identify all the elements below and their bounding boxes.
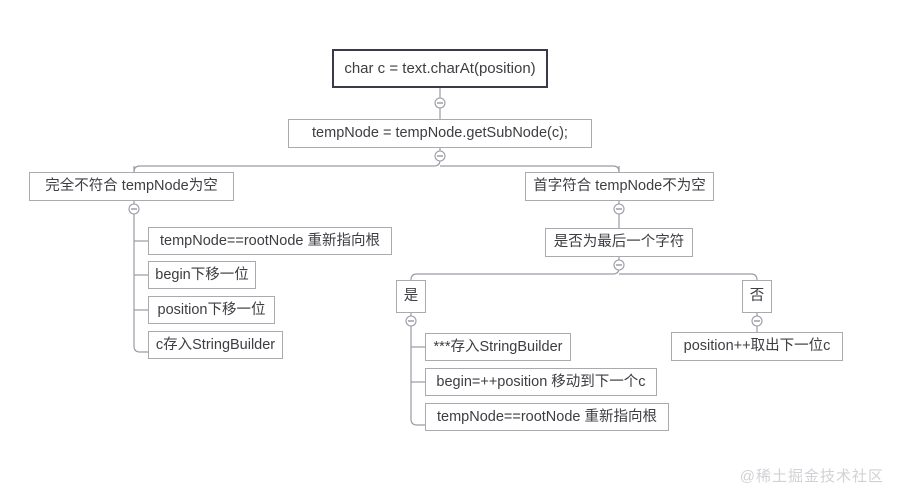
node-no-child-1-label: position++取出下一位c — [683, 338, 831, 355]
connector-question-split-right — [619, 273, 758, 281]
node-left-child-1[interactable]: tempNode==rootNode 重新指向根 — [148, 227, 392, 255]
node-yes[interactable]: 是 — [396, 280, 426, 313]
toggle-branch-left[interactable] — [128, 203, 140, 215]
node-right-question-label: 是否为最后一个字符 — [553, 234, 685, 251]
node-left-child-3[interactable]: position下移一位 — [148, 296, 275, 324]
watermark: @稀土掘金技术社区 — [739, 468, 884, 485]
connector-level1-split — [133, 148, 441, 173]
node-left-child-3-label: position下移一位 — [157, 301, 266, 318]
toggle-question[interactable] — [613, 259, 625, 271]
node-branch-left-label: 完全不符合 tempNode为空 — [45, 178, 218, 195]
node-left-child-4-label: c存入StringBuilder — [155, 336, 276, 353]
toggle-root[interactable] — [434, 97, 446, 109]
node-branch-left[interactable]: 完全不符合 tempNode为空 — [29, 172, 234, 201]
connector-yes-spine — [410, 313, 425, 426]
node-left-child-2-label: begin下移一位 — [155, 266, 249, 283]
toggle-yes[interactable] — [405, 315, 417, 327]
node-yes-label: 是 — [403, 288, 419, 305]
node-level1-label: tempNode = tempNode.getSubNode(c); — [312, 125, 568, 142]
node-right-question[interactable]: 是否为最后一个字符 — [545, 228, 693, 257]
node-yes-child-1[interactable]: ***存入StringBuilder — [425, 333, 571, 361]
node-yes-child-2[interactable]: begin=++position 移动到下一个c — [425, 368, 657, 396]
node-no[interactable]: 否 — [742, 280, 772, 313]
node-yes-child-2-label: begin=++position 移动到下一个c — [436, 373, 646, 390]
connector-question-split-left — [410, 257, 620, 281]
node-left-child-1-label: tempNode==rootNode 重新指向根 — [159, 232, 380, 249]
toggle-level1[interactable] — [434, 150, 446, 162]
node-no-child-1[interactable]: position++取出下一位c — [671, 332, 843, 361]
node-left-child-2[interactable]: begin下移一位 — [148, 261, 256, 289]
node-yes-child-3-label: tempNode==rootNode 重新指向根 — [436, 408, 657, 425]
node-level1[interactable]: tempNode = tempNode.getSubNode(c); — [288, 119, 592, 148]
connector-left-branch-spine — [133, 201, 148, 353]
node-root[interactable]: char c = text.charAt(position) — [332, 49, 548, 88]
node-branch-right[interactable]: 首字符合 tempNode不为空 — [525, 172, 714, 201]
toggle-branch-right[interactable] — [613, 203, 625, 215]
node-left-child-4[interactable]: c存入StringBuilder — [148, 331, 283, 359]
node-no-label: 否 — [749, 288, 765, 305]
node-yes-child-3[interactable]: tempNode==rootNode 重新指向根 — [425, 403, 669, 431]
node-root-label: char c = text.charAt(position) — [344, 60, 536, 77]
node-branch-right-label: 首字符合 tempNode不为空 — [533, 178, 706, 195]
node-yes-child-1-label: ***存入StringBuilder — [433, 338, 563, 355]
toggle-no[interactable] — [751, 315, 763, 327]
